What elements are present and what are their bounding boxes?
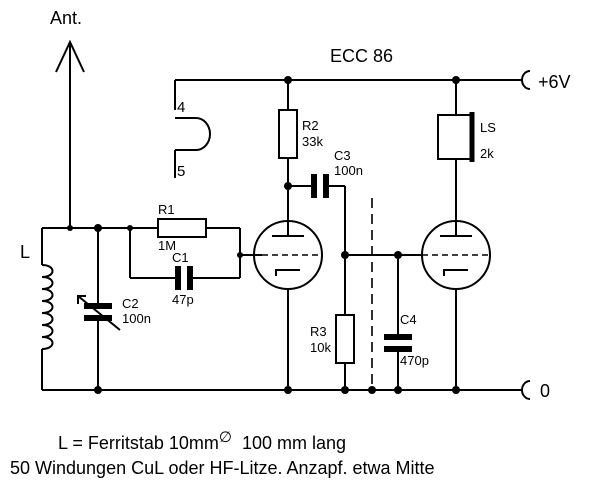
pin5-label: 5 (177, 163, 185, 180)
resistor-r3 (335, 314, 355, 390)
r3-value: 10k (310, 340, 331, 355)
supply-label: +6V (538, 72, 571, 92)
capacitor-c1 (129, 228, 240, 290)
capacitor-c4 (384, 255, 412, 390)
caption-line-1: L = Ferritstab 10mm∅ 100 mm lang (58, 428, 600, 454)
ground-terminal (521, 380, 531, 400)
ls-value: 2k (480, 146, 494, 161)
c1-value: 47p (172, 292, 194, 307)
c4-name: C4 (400, 312, 417, 327)
r2-value: 33k (302, 134, 323, 149)
tube-1 (240, 220, 323, 390)
capacitor-c3 (288, 174, 346, 315)
capacitor-c2 (77, 228, 121, 390)
r1-value: 1M (158, 238, 176, 253)
tube-2 (421, 220, 491, 390)
antenna-symbol (55, 39, 85, 228)
resistor-r1 (130, 218, 241, 278)
c2-name: C2 (122, 296, 139, 311)
tube-label: ECC 86 (330, 46, 393, 66)
pin-connector (174, 80, 211, 178)
caption-line-2: 50 Windungen CuL oder HF-Litze. Anzapf. … (10, 458, 435, 478)
diameter-symbol: ∅ (218, 429, 232, 446)
c1-name: C1 (172, 250, 189, 265)
ls-name: LS (480, 120, 496, 135)
supply-terminal (521, 70, 531, 90)
caption-line1-a: L = Ferritstab 10mm (58, 433, 219, 453)
caption-line1-b: 100 mm lang (241, 433, 347, 453)
ground-label: 0 (540, 381, 550, 401)
r1-name: R1 (158, 202, 175, 217)
antenna-label: Ant. (50, 8, 82, 28)
coil-label: L (20, 242, 30, 262)
coil-l (41, 228, 54, 390)
c4-value: 470p (400, 353, 429, 368)
c2-value: 100n (122, 311, 151, 326)
pin4-label: 4 (177, 99, 185, 116)
r2-name: R2 (302, 118, 319, 133)
speaker-ls (437, 80, 475, 221)
r3-name: R3 (310, 324, 327, 339)
resistor-r2 (278, 80, 298, 221)
c3-name: C3 (334, 148, 351, 163)
c3-value: 100n (334, 163, 363, 178)
